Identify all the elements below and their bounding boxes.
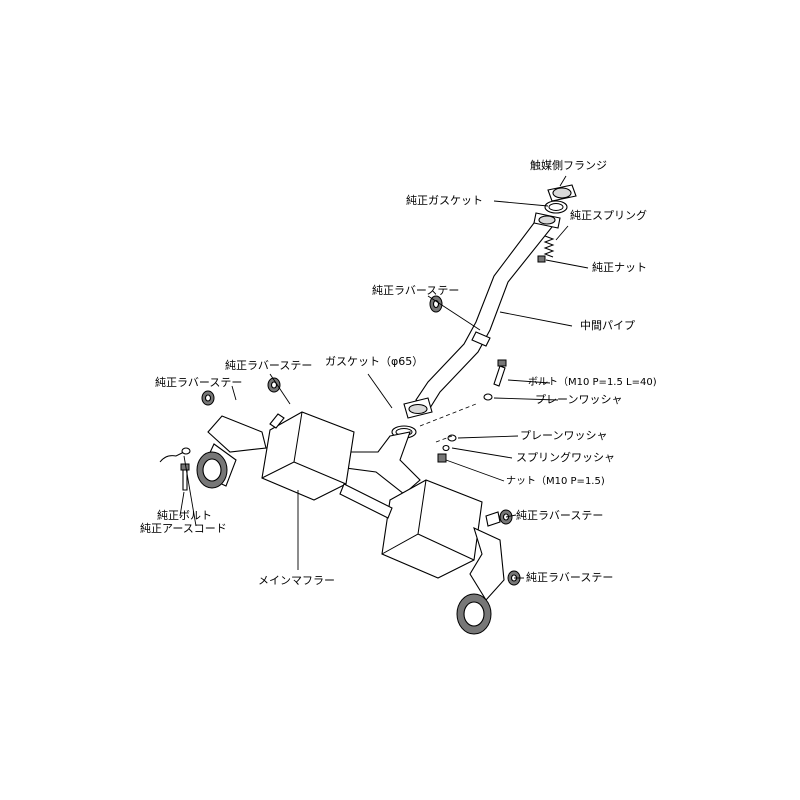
catalyst-flange-part [547,184,577,202]
nut-m10-part [437,453,447,463]
oem-gasket-part [544,200,568,214]
leader-lines [179,175,589,579]
label-oem-nut: 純正ナット [592,261,647,274]
assembly-axis-line [419,403,477,443]
label-rubber-stay-left: 純正ラバーステー [155,376,243,389]
label-oem-earth-cord: 純正アースコード [140,522,227,535]
oem-spring-part [543,235,555,258]
label-oem-spring: 純正スプリング [570,209,647,222]
plain-washer-1-part [483,393,493,401]
label-nut-m10: ナット（M10 P=1.5) [506,476,605,487]
label-rubber-stay-right-lower: 純正ラバーステー [526,571,614,584]
label-main-muffler: メインマフラー [258,574,335,587]
label-oem-bolt: 純正ボルト [157,509,212,522]
label-rubber-stay-right-upper: 純正ラバーステー [516,509,604,522]
rubber-stay-mid-part [267,377,281,393]
main-muffler-part [196,411,505,635]
oem-earth-cord-part [159,447,191,463]
label-bolt-m10: ボルト（M10 P=1.5 L=40) [528,377,657,388]
bolt-m10-part [493,359,507,387]
label-oem-gasket: 純正ガスケット [406,194,483,207]
rubber-stay-left-part [201,390,215,406]
label-gasket-65: ガスケット（φ65） [325,355,424,368]
rubber-stay-right-upper-part [499,509,513,525]
label-rubber-stay-top: 純正ラバーステー [372,284,460,297]
label-spring-washer: スプリングワッシャ [516,451,615,464]
spring-washer-part [442,444,450,452]
label-catalyst-flange: 触媒側フランジ [530,159,607,172]
label-plain-washer-1: プレーンワッシャ [535,393,623,406]
rubber-stay-top-part [429,295,443,313]
center-pipe-part [403,212,561,419]
oem-nut-part [537,255,546,263]
plain-washer-2-part [447,434,457,442]
label-rubber-stay-mid: 純正ラバーステー [225,359,313,372]
label-plain-washer-2: プレーンワッシャ [520,429,608,442]
label-center-pipe: 中間パイプ [580,319,635,332]
